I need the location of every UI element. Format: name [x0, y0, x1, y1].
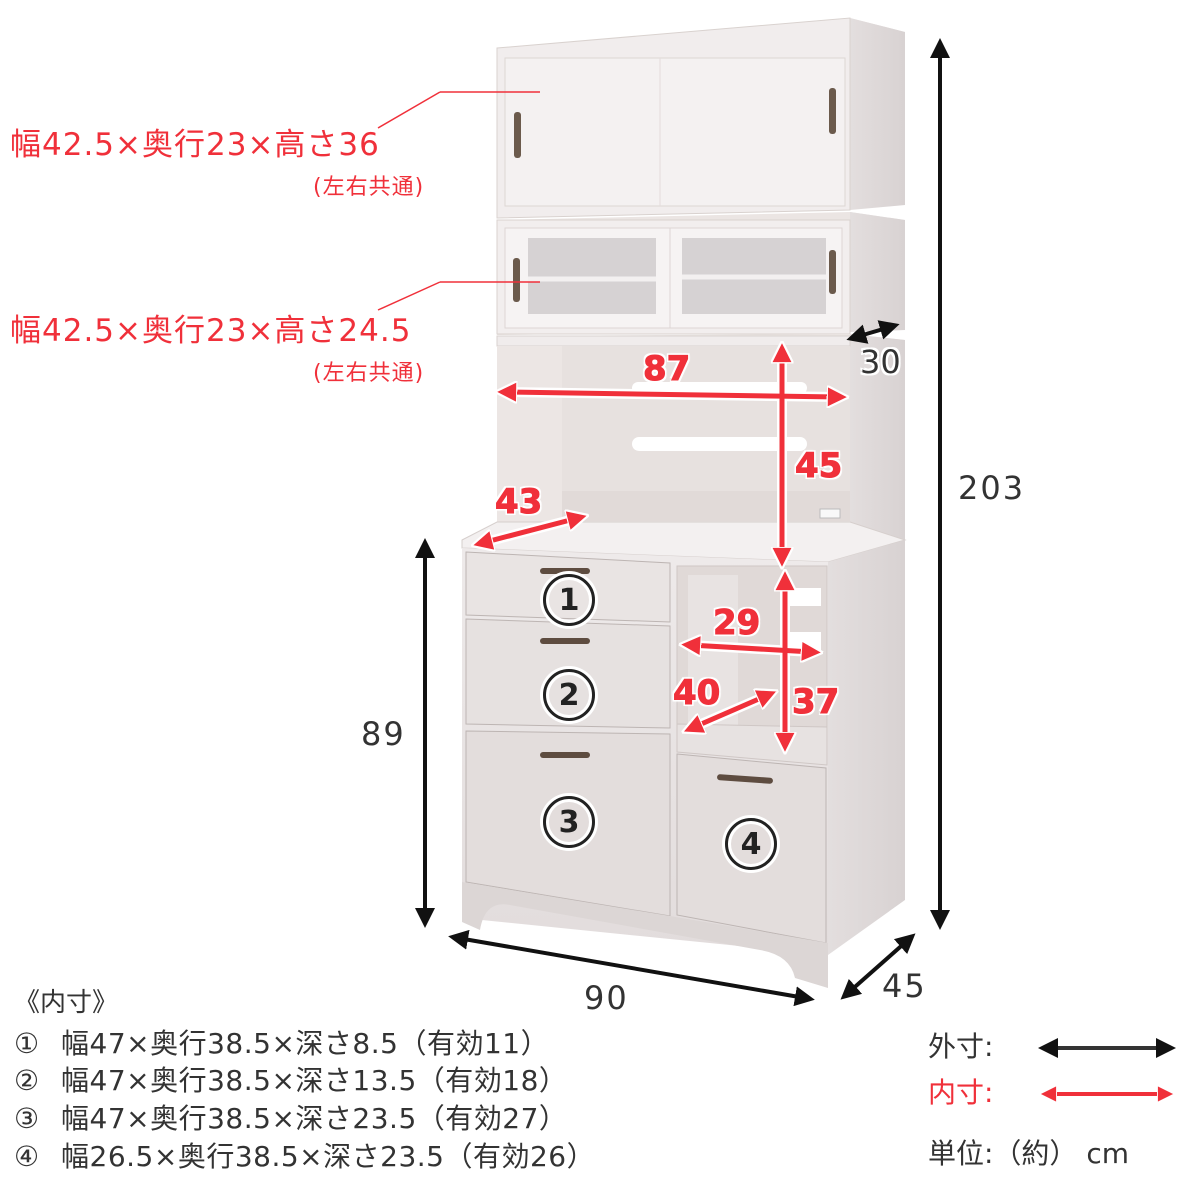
upper-cabinet — [496, 17, 905, 219]
width-label: 90 — [584, 979, 629, 1017]
niche-width-label: 29 — [712, 603, 761, 643]
door-4-badge: 4 — [725, 818, 777, 870]
outer-dimension-legend-label: 外寸: — [928, 1030, 994, 1063]
row-marker: ④ — [14, 1140, 40, 1173]
base-cabinet — [462, 540, 905, 988]
open-shelf-height-label: 45 — [794, 446, 843, 486]
inner-row-3: ③ 幅47×奥行38.5×深さ23.5（有効27） — [14, 1105, 567, 1133]
inner-row-4: ④ 幅26.5×奥行38.5×深さ23.5（有効26） — [14, 1143, 595, 1171]
upper-cabinet-note: (左右共通) — [313, 175, 425, 200]
drawer-1-badge: 1 — [543, 574, 595, 626]
row-text: 幅47×奥行38.5×深さ8.5（有効11） — [61, 1027, 550, 1060]
inner-row-1: ① 幅47×奥行38.5×深さ8.5（有効11） — [14, 1030, 549, 1058]
drawer-3-badge: 3 — [543, 796, 595, 848]
base-height-label: 89 — [361, 715, 406, 753]
glass-cabinet-spec: 幅42.5×奥行23×高さ24.5 — [10, 313, 412, 349]
row-marker: ① — [14, 1027, 40, 1060]
inner-row-2: ② 幅47×奥行38.5×深さ13.5（有効18） — [14, 1067, 567, 1095]
total-height-label: 203 — [958, 469, 1026, 507]
unit-label: 単位:（約） cm — [928, 1137, 1130, 1170]
inner-dimensions-title: 《内寸》 — [14, 988, 119, 1018]
upper-cabinet-spec: 幅42.5×奥行23×高さ36 — [10, 127, 380, 163]
open-shelf-width-label: 87 — [642, 349, 691, 389]
niche-height-label: 37 — [791, 682, 840, 722]
niche-depth-label: 40 — [672, 673, 721, 713]
depth-label: 45 — [882, 967, 927, 1005]
inner-dimension-legend-label: 内寸: — [928, 1076, 994, 1109]
row-text: 幅47×奥行38.5×深さ13.5（有効18） — [61, 1064, 568, 1097]
row-text: 幅26.5×奥行38.5×深さ23.5（有効26） — [61, 1140, 596, 1173]
glass-cabinet-note: (左右共通) — [313, 361, 425, 386]
row-text: 幅47×奥行38.5×深さ23.5（有効27） — [61, 1102, 568, 1135]
row-marker: ② — [14, 1064, 40, 1097]
drawer-2-badge: 2 — [543, 669, 595, 721]
upper-depth-label: 30 — [860, 343, 901, 381]
glass-cabinet — [496, 212, 905, 335]
row-marker: ③ — [14, 1102, 40, 1135]
counter-depth-label: 43 — [494, 482, 543, 522]
